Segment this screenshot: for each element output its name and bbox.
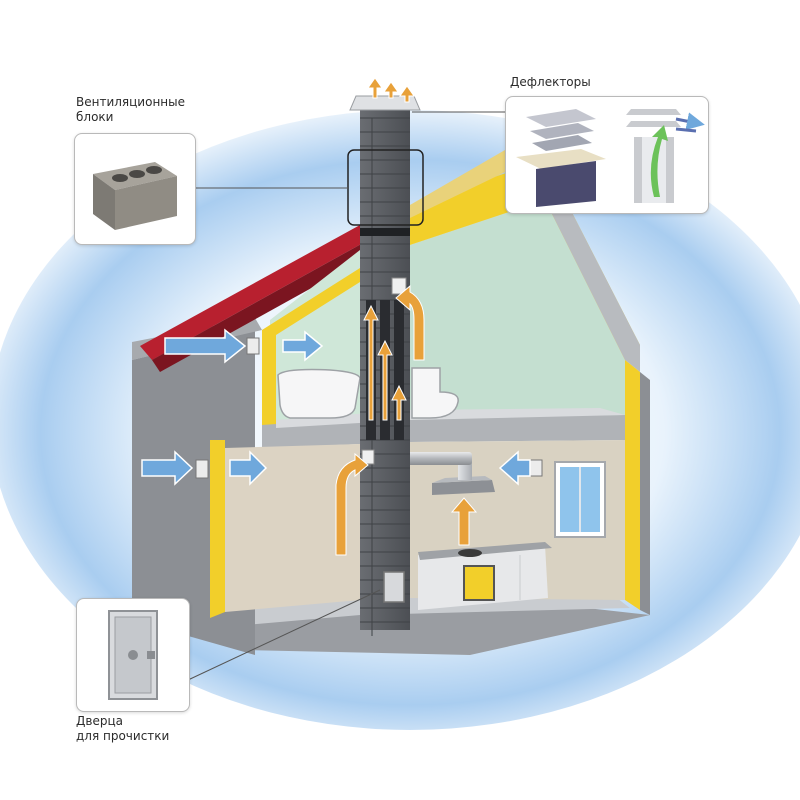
airflow-inflow-arrows	[141, 328, 531, 486]
hood-duct-horizontal	[405, 452, 472, 465]
outflow-arrow-bath	[395, 284, 425, 361]
right-outer-wall	[640, 372, 650, 615]
inflow-arrow-lower-outside	[141, 450, 194, 486]
roof-left	[140, 225, 372, 360]
label-ventilation-blocks-line1: Вентиляционные	[76, 95, 185, 109]
outflow-arrow-hood	[450, 497, 478, 546]
ventilation-block-image	[93, 162, 177, 230]
vent-grille-upper	[391, 277, 407, 295]
insulation-left-upper	[262, 268, 360, 440]
outflow-arrow-lower-room	[335, 452, 369, 556]
insulation-left-lower	[210, 440, 225, 618]
upper-room-wall-right	[410, 200, 625, 420]
insulation-gable-right	[410, 160, 640, 360]
chimney-channel-3	[394, 300, 404, 440]
insulation-right-wall	[625, 360, 640, 610]
deflector-images	[516, 109, 705, 207]
inflow-arrow-lower-inside	[229, 450, 268, 486]
outflow-arrow-top-1	[367, 77, 383, 99]
lower-left-room	[225, 444, 360, 612]
stove-burner	[458, 549, 482, 557]
airflow-outflow-arrows	[335, 77, 478, 556]
label-cleaning-door-line2: для прочистки	[76, 729, 170, 743]
chimney-cleaning-door	[383, 571, 405, 603]
inflow-arrow-upper-inside	[282, 330, 324, 362]
outflow-arrow-top-2	[383, 81, 399, 99]
bathtub	[277, 368, 361, 419]
label-cleaning-door: Дверца для прочистки	[76, 714, 169, 744]
kitchen-counter-top	[418, 542, 552, 560]
connector-door	[187, 589, 381, 681]
outflow-arrow-top-3	[399, 85, 415, 103]
callout-cleaning-door	[76, 598, 190, 712]
inflow-arrow-kitchen	[498, 450, 531, 486]
outflow-arrow-channel-3	[391, 384, 407, 421]
label-cleaning-door-line1: Дверца	[76, 714, 123, 728]
callout-deflectors	[505, 96, 709, 214]
deflector-section-image	[626, 109, 705, 203]
label-ventilation-blocks: Вентиляционные блоки	[76, 95, 185, 125]
outflow-arrow-channel-2	[377, 339, 393, 421]
callout-ventilation-blocks	[74, 133, 196, 245]
wall-vent-upper	[246, 337, 260, 355]
range-hood	[432, 480, 495, 495]
deflector-cap-image	[516, 109, 606, 207]
inflow-arrow-upper-outside	[164, 328, 247, 364]
toilet	[411, 367, 459, 419]
oven-door	[463, 565, 495, 601]
chimney-cap	[349, 95, 421, 111]
label-ventilation-blocks-line2: блоки	[76, 110, 114, 124]
vent-grille-lower	[361, 449, 375, 465]
intermediate-floor-top	[276, 408, 625, 428]
cleaning-door-image	[108, 610, 158, 700]
wall-vent-kitchen	[529, 459, 543, 477]
wall-vent-lower	[195, 459, 209, 479]
outflow-arrow-channel-1	[363, 304, 379, 421]
label-deflectors: Дефлекторы	[510, 75, 591, 89]
